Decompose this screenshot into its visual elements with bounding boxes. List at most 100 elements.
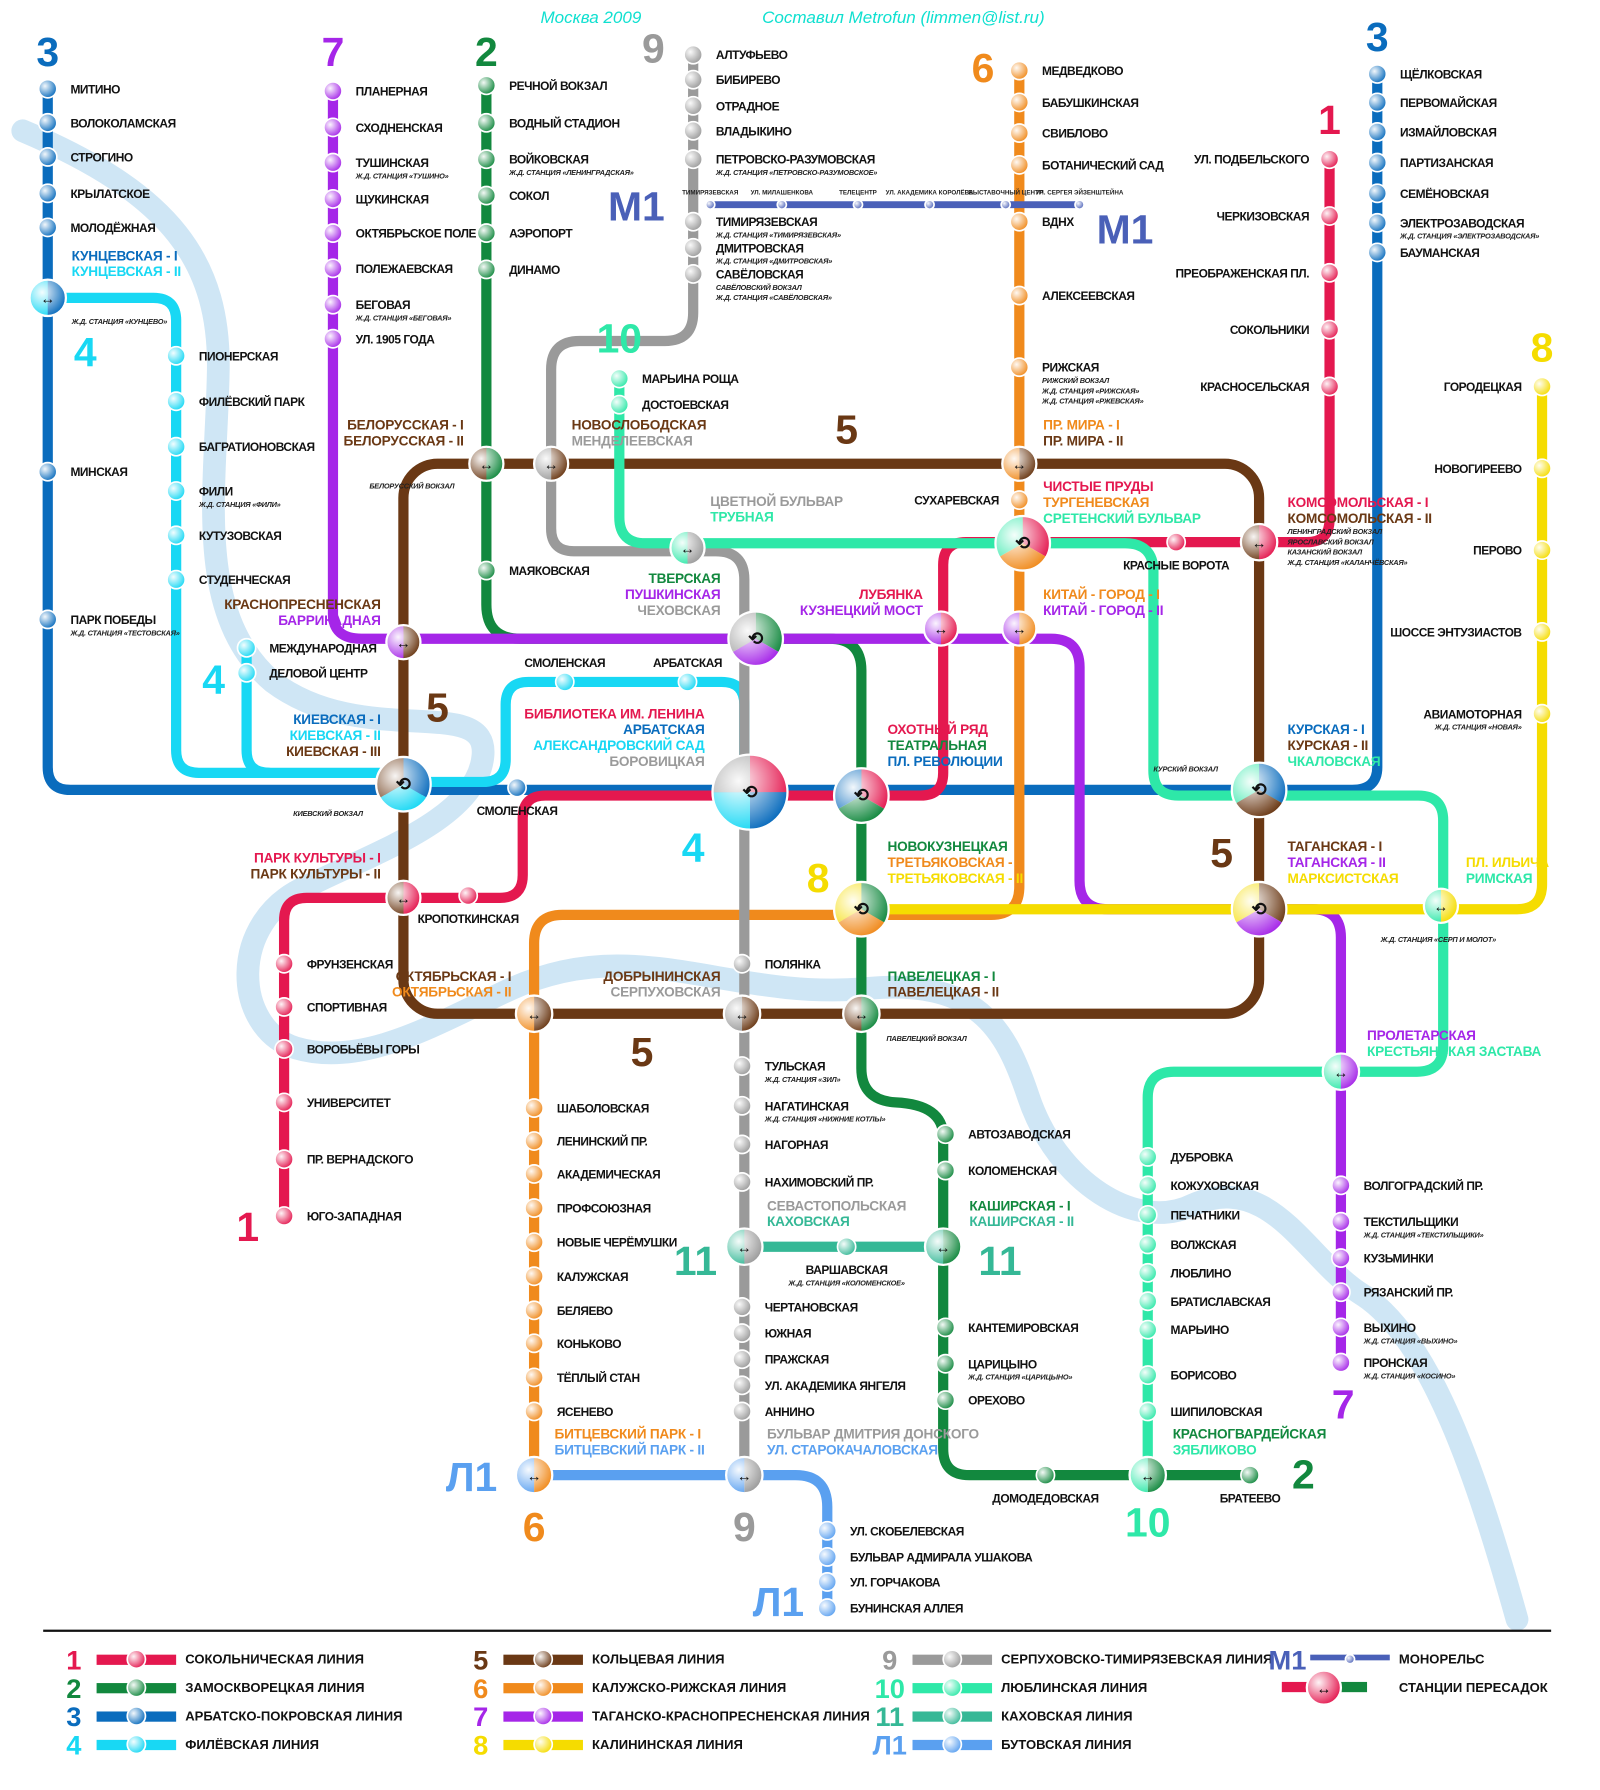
- station-label[interactable]: АННИНО: [765, 1405, 815, 1419]
- station-label[interactable]: БАУМАНСКАЯ: [1400, 246, 1480, 260]
- station-label[interactable]: МИНСКАЯ: [70, 465, 127, 479]
- transfer-label[interactable]: КИЕВСКАЯ - II: [290, 728, 381, 743]
- station-1-7[interactable]: ФРУНЗЕНСКАЯ: [274, 953, 393, 974]
- station-label[interactable]: КОЖУХОВСКАЯ: [1170, 1179, 1258, 1193]
- station-label[interactable]: МОЛОДЁЖНАЯ: [70, 220, 155, 235]
- station-1-3[interactable]: СОКОЛЬНИКИ: [1230, 319, 1340, 340]
- station-1-6[interactable]: КРОПОТКИНСКАЯ: [418, 885, 519, 926]
- station-label[interactable]: ТЕКСТИЛЬЩИКИ: [1364, 1215, 1459, 1229]
- station-label[interactable]: КУТУЗОВСКАЯ: [199, 529, 282, 543]
- transfer-label[interactable]: ТРЕТЬЯКОВСКАЯ - II: [888, 871, 1024, 886]
- station-M1-2[interactable]: ТЕЛЕЦЕНТР: [839, 189, 877, 211]
- station-label[interactable]: МАРЬИНО: [1170, 1323, 1229, 1337]
- station-7-8[interactable]: ВОЛГОГРАДСКИЙ ПР.: [1330, 1175, 1484, 1196]
- station-label[interactable]: РИЖСКАЯ: [1042, 361, 1099, 375]
- station-2-0[interactable]: РЕЧНОЙ ВОКЗАЛ: [476, 75, 608, 96]
- station-label[interactable]: ПР. ВЕРНАДСКОГО: [307, 1153, 414, 1167]
- transfer-label[interactable]: КАХОВСКАЯ: [767, 1214, 850, 1229]
- station-label[interactable]: КРАСНЫЕ ВОРОТА: [1123, 558, 1230, 572]
- station-label[interactable]: БЕГОВАЯ: [356, 298, 411, 312]
- station-label[interactable]: ЛЮБЛИНО: [1170, 1266, 1231, 1280]
- station-label[interactable]: БУНИНСКАЯ АЛЛЕЯ: [850, 1602, 964, 1616]
- station-3-9[interactable]: ПЕРВОМАЙСКАЯ: [1367, 92, 1497, 113]
- station-label[interactable]: ВАРШАВСКАЯ: [806, 1263, 888, 1277]
- station-L1-3[interactable]: БУНИНСКАЯ АЛЛЕЯ: [817, 1598, 964, 1619]
- station-2-5[interactable]: ДИНАМО: [476, 259, 560, 280]
- station-3-12[interactable]: СЕМЁНОВСКАЯ: [1367, 183, 1489, 204]
- station-label[interactable]: РЕЧНОЙ ВОКЗАЛ: [509, 78, 608, 93]
- station-label[interactable]: ТИМИРЯЗЕВСКАЯ: [716, 215, 818, 229]
- transfer-label[interactable]: КОМСОМОЛЬСКАЯ - I: [1288, 495, 1429, 510]
- station-label[interactable]: СОКОЛЬНИКИ: [1230, 323, 1310, 337]
- station-label[interactable]: БАГРАТИОНОВСКАЯ: [199, 440, 315, 454]
- station-10-9[interactable]: БОРИСОВО: [1137, 1365, 1237, 1386]
- transfer-label[interactable]: РИМСКАЯ: [1466, 871, 1533, 886]
- station-M1-1[interactable]: УЛ. МИЛАШЕНКОВА: [751, 189, 814, 211]
- transfer-marker[interactable]: [1001, 610, 1038, 647]
- station-label[interactable]: МЕЖДУНАРОДНАЯ: [269, 641, 377, 655]
- station-label[interactable]: СМОЛЕНСКАЯ: [477, 804, 558, 818]
- transfer-label[interactable]: СРЕТЕНСКИЙ БУЛЬВАР: [1043, 511, 1201, 526]
- station-M1-3[interactable]: УЛ. АКАДЕМИКА КОРОЛЁВА: [886, 189, 974, 211]
- station-3-10[interactable]: ИЗМАЙЛОВСКАЯ: [1367, 121, 1497, 142]
- transfer-label[interactable]: КУНЦЕВСКАЯ - I: [72, 248, 178, 263]
- station-7-5[interactable]: ПОЛЕЖАЕВСКАЯ: [323, 258, 453, 279]
- station-label[interactable]: ЧЕРТАНОВСКАЯ: [765, 1300, 858, 1314]
- station-label[interactable]: БОРИСОВО: [1170, 1369, 1237, 1383]
- transfer-label[interactable]: БЕЛОРУССКАЯ - I: [347, 418, 464, 433]
- station-label[interactable]: УЛ. МИЛАШЕНКОВА: [751, 189, 814, 196]
- transfer-label[interactable]: ТРЕТЬЯКОВСКАЯ - I: [888, 855, 1020, 870]
- station-label[interactable]: ПОЛЯНКА: [765, 957, 822, 971]
- transfer-label[interactable]: ТАГАНСКАЯ - I: [1288, 839, 1383, 854]
- transfer-label[interactable]: ОКТЯБРЬСКАЯ - II: [392, 985, 512, 1000]
- station-8-1[interactable]: НОВОГИРЕЕВО: [1434, 458, 1552, 479]
- transfer-label[interactable]: КАШИРСКАЯ - I: [969, 1198, 1070, 1213]
- transfer-marker[interactable]: [923, 1227, 963, 1267]
- transfer-marker[interactable]: [711, 753, 789, 831]
- station-label[interactable]: НОВОГИРЕЕВО: [1434, 462, 1522, 476]
- station-label[interactable]: ЩЁЛКОВСКАЯ: [1400, 67, 1482, 82]
- station-M1-5[interactable]: УЛ. СЕРГЕЯ ЭЙЗЕНШТЕЙНА: [1036, 188, 1124, 211]
- transfer-label[interactable]: ПР. МИРА - II: [1043, 434, 1123, 449]
- station-7-1[interactable]: СХОДНЕНСКАЯ: [323, 117, 443, 138]
- transfer-marker[interactable]: [1321, 1052, 1361, 1092]
- station-3-2[interactable]: СТРОГИНО: [37, 146, 133, 167]
- station-9-14[interactable]: ЮЖНАЯ: [732, 1323, 812, 1344]
- station-9-11[interactable]: НАГОРНАЯ: [732, 1134, 828, 1155]
- station-label[interactable]: СУХАРЕВСКАЯ: [914, 494, 999, 508]
- station-9-3[interactable]: ВЛАДЫКИНО: [683, 120, 792, 141]
- station-label[interactable]: ТЕЛЕЦЕНТР: [839, 189, 877, 196]
- transfer-label[interactable]: ПУШКИНСКАЯ: [625, 587, 721, 602]
- transfer-label[interactable]: БЕЛОРУССКАЯ - II: [344, 434, 464, 449]
- transfer-label[interactable]: ТРУБНАЯ: [710, 510, 774, 525]
- station-label[interactable]: ПЕЧАТНИКИ: [1170, 1208, 1240, 1222]
- transfer-label[interactable]: НОВОСЛОБОДСКАЯ: [572, 418, 707, 433]
- station-label[interactable]: ПЕТРОВСКО-РАЗУМОВСКАЯ: [716, 153, 875, 167]
- transfer-marker[interactable]: [1128, 1455, 1168, 1495]
- transfer-marker[interactable]: [1239, 522, 1279, 562]
- station-label[interactable]: УЛ. СЕРГЕЯ ЭЙЗЕНШТЕЙНА: [1036, 188, 1124, 196]
- station-label[interactable]: ДОМОДЕДОВСКАЯ: [992, 1491, 1099, 1505]
- transfer-label[interactable]: КРАСНОПРЕСНЕНСКАЯ: [224, 597, 381, 612]
- station-label[interactable]: ТЁПЛЫЙ СТАН: [557, 1370, 640, 1385]
- transfer-label[interactable]: БИТЦЕВСКИЙ ПАРК - I: [555, 1427, 702, 1442]
- transfer-marker[interactable]: [725, 1455, 764, 1495]
- station-label[interactable]: ВЛАДЫКИНО: [716, 124, 792, 138]
- transfer-label[interactable]: ЗЯБЛИКОВО: [1173, 1443, 1258, 1458]
- transfer-marker[interactable]: [385, 879, 422, 917]
- transfer-label[interactable]: КИЕВСКАЯ - I: [293, 712, 381, 727]
- station-label[interactable]: СОКОЛ: [509, 189, 549, 203]
- station-label[interactable]: АВТОЗАВОДСКАЯ: [968, 1128, 1071, 1142]
- station-label[interactable]: ЯСЕНЕВО: [557, 1405, 614, 1419]
- station-label[interactable]: ЮГО-ЗАПАДНАЯ: [307, 1210, 402, 1224]
